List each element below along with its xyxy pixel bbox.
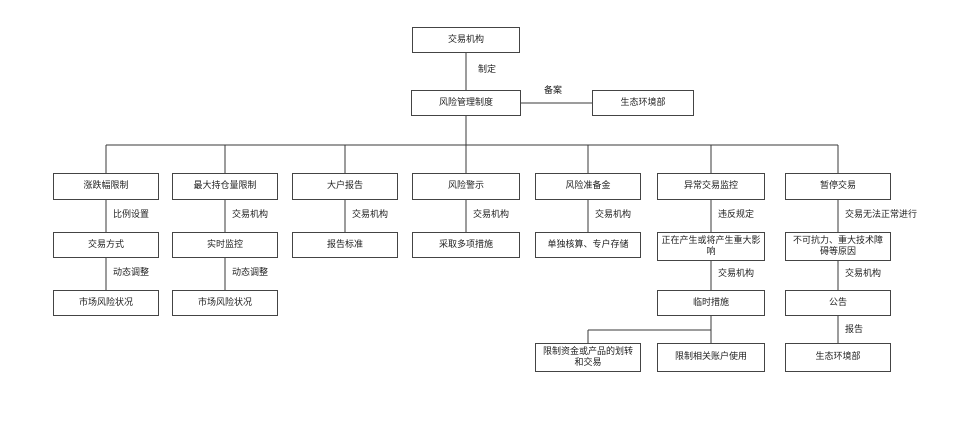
edge-label-dynamic-adjust-1: 动态调整 bbox=[113, 268, 150, 278]
node-large-holder-report: 大户报告 bbox=[292, 173, 398, 200]
node-force-majeure: 不可抗力、重大技术障碍等原因 bbox=[785, 232, 891, 261]
node-risk-warning: 风险警示 bbox=[412, 173, 520, 200]
edge-label-filing: 备案 bbox=[544, 86, 563, 96]
edge-label-violation: 违反规定 bbox=[718, 210, 755, 220]
node-announcement: 公告 bbox=[785, 290, 891, 316]
node-risk-management-system: 风险管理制度 bbox=[411, 90, 521, 116]
edge-label-ratio-setting: 比例设置 bbox=[113, 210, 150, 220]
edge-label-institution-c3: 交易机构 bbox=[352, 210, 389, 220]
edge-label-formulate: 制定 bbox=[478, 65, 497, 75]
node-major-impact: 正在产生或将产生重大影响 bbox=[657, 232, 765, 261]
edge-label-institution-c2: 交易机构 bbox=[232, 210, 269, 220]
node-price-limit: 涨跌幅限制 bbox=[53, 173, 159, 200]
node-ministry-ecology-top: 生态环境部 bbox=[592, 90, 694, 116]
edge-label-institution-c6: 交易机构 bbox=[718, 269, 755, 279]
node-trading-method: 交易方式 bbox=[53, 232, 159, 258]
edge-label-dynamic-adjust-2: 动态调整 bbox=[232, 268, 269, 278]
edge-label-institution-c7: 交易机构 bbox=[845, 269, 882, 279]
node-restrict-fund-transfer: 限制资金或产品的划转和交易 bbox=[535, 343, 641, 372]
node-abnormal-trading-monitor: 异常交易监控 bbox=[657, 173, 765, 200]
node-temporary-measures: 临时措施 bbox=[657, 290, 765, 316]
edge-label-trading-disrupted: 交易无法正常进行 bbox=[845, 210, 918, 220]
edge-label-report: 报告 bbox=[845, 325, 864, 335]
node-trading-suspension: 暂停交易 bbox=[785, 173, 891, 200]
node-market-risk-status-2: 市场风险状况 bbox=[172, 290, 278, 316]
edge-label-institution-c5: 交易机构 bbox=[595, 210, 632, 220]
node-market-risk-status-1: 市场风险状况 bbox=[53, 290, 159, 316]
node-trading-institution: 交易机构 bbox=[412, 27, 520, 53]
node-restrict-account-use: 限制相关账户使用 bbox=[657, 343, 765, 372]
node-ministry-ecology-bottom: 生态环境部 bbox=[785, 343, 891, 372]
node-multiple-measures: 采取多项措施 bbox=[412, 232, 520, 258]
node-max-position-limit: 最大持仓量限制 bbox=[172, 173, 278, 200]
edge-label-institution-c4: 交易机构 bbox=[473, 210, 510, 220]
node-report-standard: 报告标准 bbox=[292, 232, 398, 258]
node-risk-reserve: 风险准备金 bbox=[535, 173, 641, 200]
node-separate-accounting: 单独核算、专户存储 bbox=[535, 232, 641, 258]
node-realtime-monitor: 实时监控 bbox=[172, 232, 278, 258]
